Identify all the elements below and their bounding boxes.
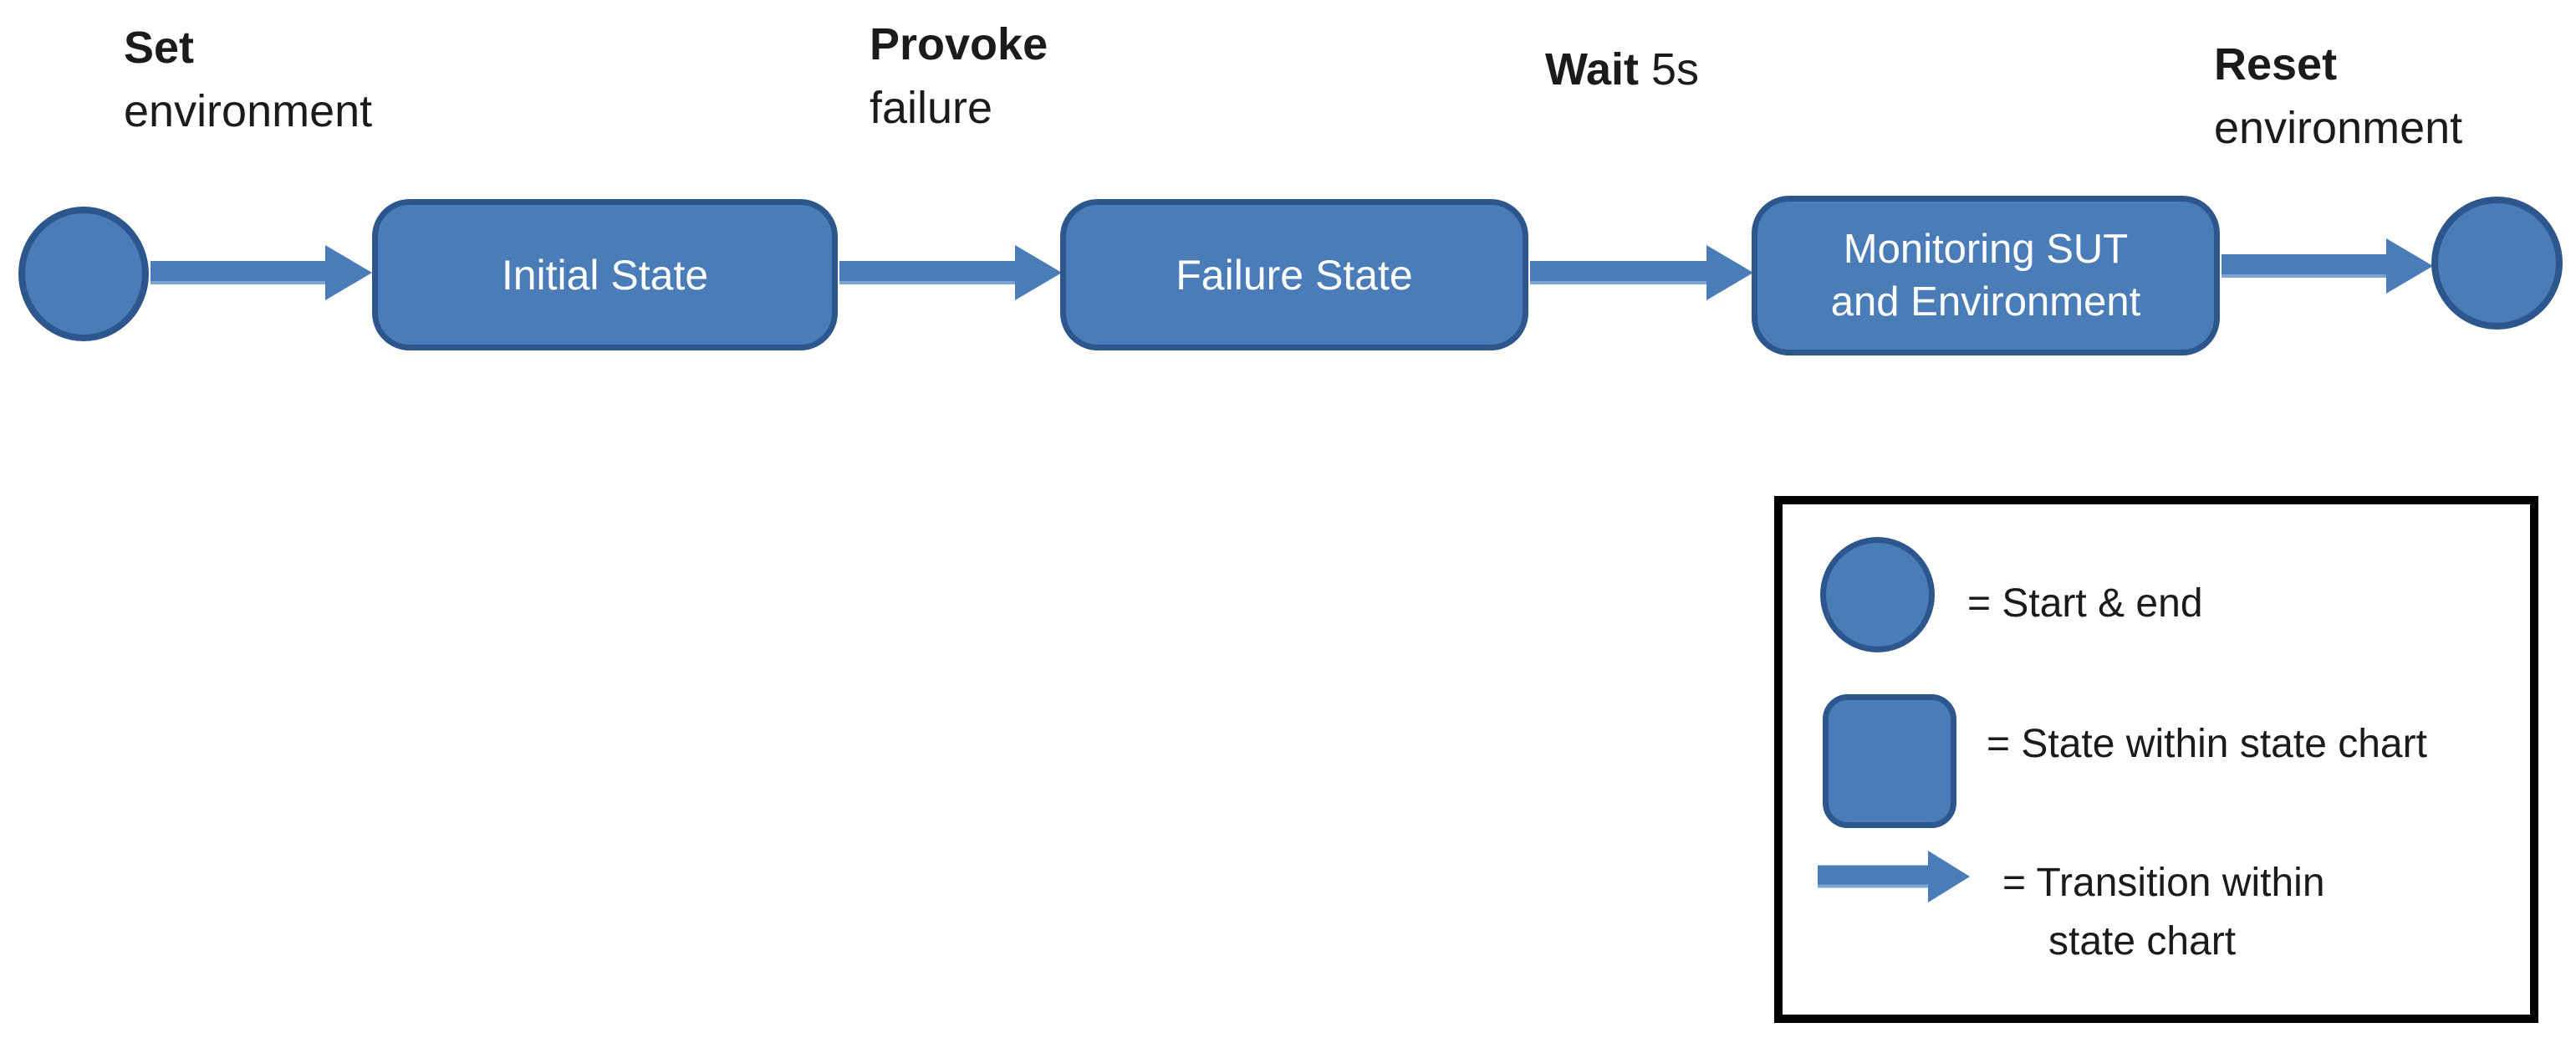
transition-label-reset-environment: Reset environment [2214,33,2462,160]
transition-arrow-icon [2221,238,2433,294]
state-label: Monitoring SUT and Environment [1830,226,2141,325]
transition-detail: environment [2214,102,2463,153]
arrow-head [1015,245,1062,300]
legend-transition-label-line1: = Transition within [2002,861,2325,905]
transition-detail: 5s [1651,44,1700,95]
transition-detail: failure [870,82,993,133]
arrow-body [1818,865,1931,888]
legend-state-label: = State within state chart [1987,722,2427,766]
transition-arrow-icon [1530,245,1753,300]
transition-keyword: Wait [1545,44,1639,95]
state-box-monitoring-sut-and-environment: Monitoring SUT and Environment [1752,196,2220,355]
state-box-initial-state: Initial State [372,199,838,350]
legend-start-end-label: = Start & end [1967,581,2203,626]
state-box-failure-state: Failure State [1060,199,1528,350]
state-label: Initial State [501,251,709,299]
arrow-head [1706,245,1753,300]
state-label: Failure State [1176,251,1413,299]
legend-transition-label-line2: state chart [2048,918,2237,964]
arrow-body [839,261,1018,284]
end-node-circle [2431,197,2563,330]
legend-start-end-circle-icon [1820,537,1935,652]
transition-keyword: Provoke [870,19,1048,69]
arrow-head [325,245,372,300]
legend-transition-arrow-icon [1818,851,1970,902]
transition-arrow-icon [839,245,1062,300]
arrow-body [150,261,329,284]
arrow-head [1928,851,1970,902]
legend-state-square-icon [1823,694,1956,828]
arrow-head [2386,238,2433,294]
legend-box: = Start & end = State within state chart… [1774,496,2538,1023]
transition-arrow-icon [150,245,372,300]
transition-label-wait-5s: Wait 5s [1545,38,1699,102]
legend-transition-label: = Transition within state chart [2002,854,2325,970]
arrow-body [1530,261,1710,284]
transition-detail: environment [124,85,373,136]
arrow-body [2221,254,2390,278]
transition-keyword: Set [124,23,195,73]
transition-label-set-environment: Set environment [124,17,372,143]
start-node-circle [18,207,149,341]
transition-keyword: Reset [2214,39,2338,89]
transition-label-provoke-failure: Provoke failure [870,13,1048,140]
